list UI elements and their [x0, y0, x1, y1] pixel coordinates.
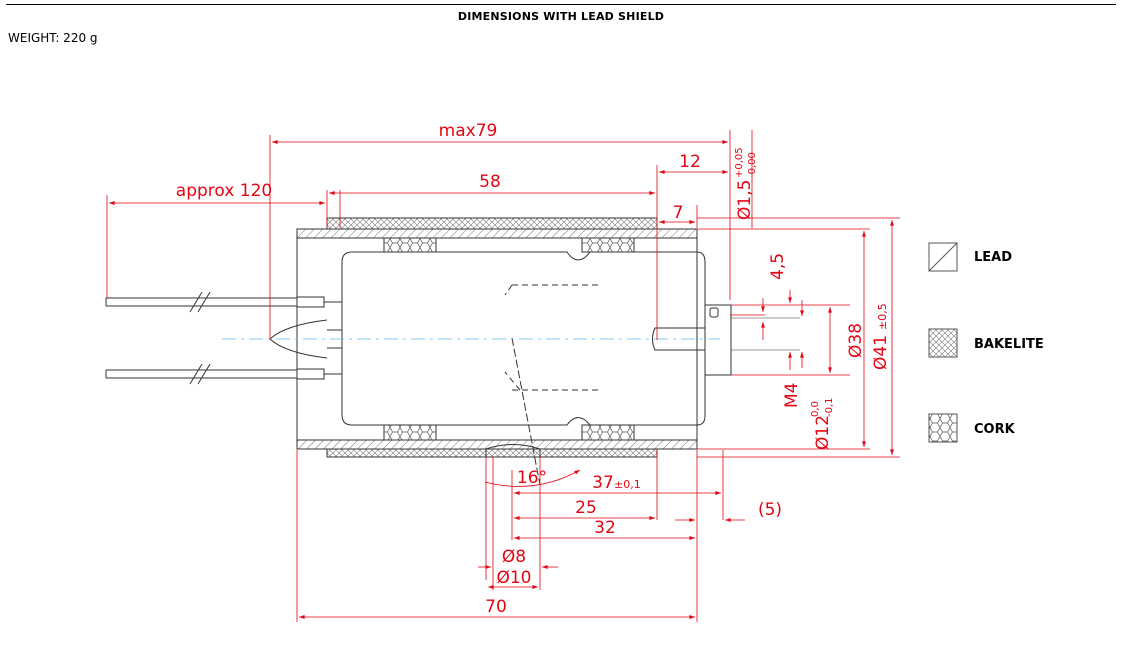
- lead-shield-bottom: [296, 439, 698, 450]
- svg-text:Ø12: Ø12: [813, 415, 833, 450]
- dimension-lines: [106, 130, 900, 622]
- dim-70: 70: [485, 597, 507, 617]
- page-title: DIMENSIONS WITH LEAD SHIELD: [457, 10, 665, 23]
- dim-37: 37: [592, 473, 614, 493]
- top-rule: [6, 4, 1116, 5]
- lead-shield-top: [296, 228, 698, 239]
- dim-thread-m4: M4: [782, 383, 802, 408]
- dim-approx120: approx 120: [176, 181, 272, 201]
- dim-25: 25: [575, 498, 597, 518]
- svg-text:-0,1: -0,1: [824, 397, 835, 417]
- dim-max79: max79: [439, 121, 498, 141]
- dim-12: 12: [679, 152, 701, 172]
- weight-label: WEIGHT: 220 g: [8, 31, 98, 45]
- svg-text:-0,00: -0,00: [747, 152, 758, 178]
- legend: LEAD BAKELITE CORK: [928, 242, 1044, 443]
- svg-text:4,5: 4,5: [768, 253, 788, 280]
- solenoid-body: [105, 217, 800, 486]
- legend-item-cork: CORK: [928, 413, 1016, 443]
- pin: [652, 327, 706, 351]
- legend-item-bakelite: BAKELITE: [928, 328, 1044, 358]
- dim-7: 7: [673, 203, 684, 223]
- svg-text:Ø38: Ø38: [846, 323, 866, 358]
- dim-pin-dia: Ø1,5 +0,05 -0,00: [734, 147, 758, 220]
- dim-dia-10: Ø10: [496, 568, 531, 588]
- bakelite-bottom: [326, 448, 658, 458]
- svg-text:LEAD: LEAD: [974, 250, 1012, 265]
- dim-dia-8: Ø8: [502, 547, 526, 567]
- dim-dia-38: Ø38: [846, 323, 866, 358]
- cork-top-left: [383, 237, 437, 253]
- svg-text:CORK: CORK: [974, 422, 1016, 437]
- dim-dia-41: Ø41 ±0,5: [871, 303, 891, 370]
- svg-text:+0,05: +0,05: [734, 147, 745, 178]
- svg-text:M4: M4: [782, 383, 802, 408]
- svg-text:Ø41: Ø41: [871, 335, 891, 370]
- dim-dia-12: Ø12 0,0 -0,1: [810, 397, 835, 450]
- dimension-texts: max79 approx 120 58 12 7 Ø1,5 +0,05 -0,0…: [176, 121, 891, 617]
- inner-housing: [341, 251, 706, 426]
- dim-angle-16: 16°: [517, 468, 547, 488]
- dim-37-tol: ±0,1: [614, 478, 641, 491]
- svg-text:Ø1,5: Ø1,5: [735, 180, 755, 220]
- bottom-hole: [485, 444, 541, 458]
- cork-bottom-left: [383, 424, 437, 441]
- dim-32: 32: [594, 518, 616, 538]
- svg-text:±0,5: ±0,5: [876, 303, 889, 330]
- dim-58: 58: [479, 172, 501, 192]
- dim-4-5: 4,5: [768, 253, 788, 280]
- cork-top-right: [581, 237, 635, 253]
- legend-item-lead: LEAD: [928, 242, 1012, 272]
- lead-wires: [105, 291, 342, 385]
- dim-5: (5): [758, 500, 782, 520]
- svg-text:0,0: 0,0: [810, 401, 821, 417]
- cork-bottom-right: [581, 424, 635, 441]
- bakelite-top: [326, 217, 658, 230]
- svg-text:BAKELITE: BAKELITE: [974, 337, 1044, 352]
